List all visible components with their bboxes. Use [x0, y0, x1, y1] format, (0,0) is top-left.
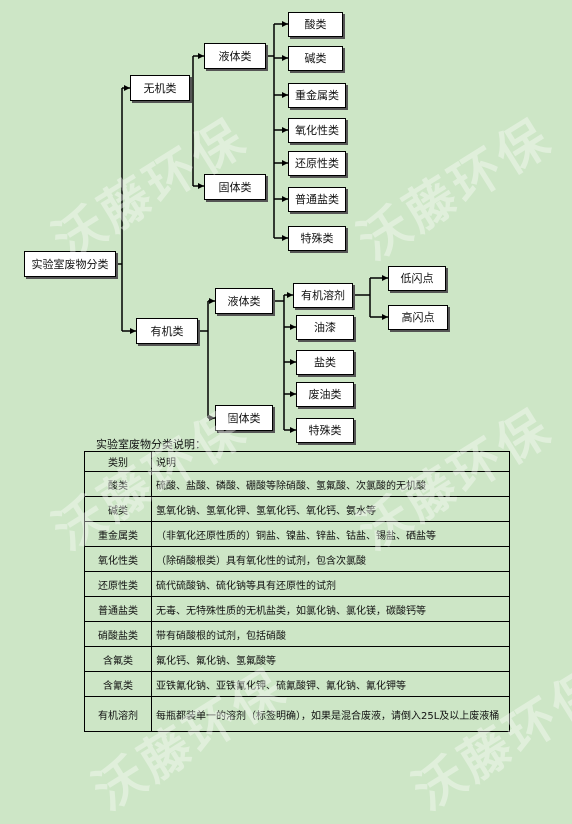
row-description: 硫酸、盐酸、磷酸、硼酸等除硝酸、氢氟酸、次氯酸的无机酸 [151, 471, 510, 497]
node-organic: 有机类 [136, 318, 198, 344]
node-heavy-metals: 重金属类 [288, 83, 346, 108]
node-organic-solid: 固体类 [215, 405, 273, 431]
table-row: 硝酸盐类 带有硝酸根的试剂，包括硝酸 [84, 621, 510, 647]
row-description: 亚铁氰化钠、亚铁氰化钾、硫氰酸钾、氰化钠、氰化钾等 [151, 671, 510, 697]
row-description: 氢氧化钠、氢氧化钾、氢氧化钙、氧化钙、氨水等 [151, 496, 510, 522]
row-category: 酸类 [84, 471, 152, 497]
row-category: 碱类 [84, 496, 152, 522]
node-special-organic: 特殊类 [296, 418, 354, 443]
tree-connectors [116, 21, 388, 433]
node-oxidizers: 氧化性类 [288, 118, 346, 143]
table-row: 还原性类 硫代硫酸钠、硫化钠等具有还原性的试剂 [84, 571, 510, 597]
node-inorganic: 无机类 [130, 75, 190, 101]
header-category: 类别 [84, 451, 152, 472]
table-row: 含氰类 亚铁氰化钠、亚铁氰化钾、硫氰酸钾、氰化钠、氰化钾等 [84, 671, 510, 697]
row-category: 含氟类 [84, 646, 152, 672]
row-category: 重金属类 [84, 521, 152, 547]
table-row: 碱类 氢氧化钠、氢氧化钾、氢氧化钙、氧化钙、氨水等 [84, 496, 510, 522]
node-root: 实验室废物分类 [24, 251, 116, 277]
explanation-table: 类别 说明 酸类 硫酸、盐酸、磷酸、硼酸等除硝酸、氢氟酸、次氯酸的无机酸 碱类 … [84, 451, 510, 732]
table-row: 重金属类 （非氧化还原性质的）铜盐、镍盐、锌盐、钴盐、锡盐、硒盐等 [84, 521, 510, 547]
row-description: 氟化钙、氟化钠、氢氟酸等 [151, 646, 510, 672]
table-row: 有机溶剂 每瓶都装单一的溶剂（标签明确），如果是混合废液，请倒入25L及以上废液… [84, 696, 510, 732]
node-special-inorganic: 特殊类 [288, 226, 346, 251]
row-description: 带有硝酸根的试剂，包括硝酸 [151, 621, 510, 647]
row-description: 无毒、无特殊性质的无机盐类，如氯化钠、氯化镁，碳酸钙等 [151, 596, 510, 622]
node-low-flash: 低闪点 [388, 266, 446, 291]
row-description: （非氧化还原性质的）铜盐、镍盐、锌盐、钴盐、锡盐、硒盐等 [151, 521, 510, 547]
node-paint: 油漆 [296, 315, 354, 340]
table-row: 氧化性类 （除硝酸根类）具有氧化性的试剂，包含次氯酸 [84, 546, 510, 572]
node-inorganic-solid: 固体类 [204, 174, 266, 200]
node-reducers: 还原性类 [288, 151, 346, 176]
row-description: 每瓶都装单一的溶剂（标签明确），如果是混合废液，请倒入25L及以上废液桶 [151, 696, 510, 732]
table-caption: 实验室废物分类说明： [96, 438, 206, 451]
node-bases: 碱类 [288, 46, 343, 71]
row-description: （除硝酸根类）具有氧化性的试剂，包含次氯酸 [151, 546, 510, 572]
node-common-salts: 普通盐类 [288, 187, 346, 212]
classification-tree: 实验室废物分类 无机类 液体类 固体类 酸类 碱类 重金属类 氧化性类 还原性类… [24, 12, 448, 443]
row-category: 氧化性类 [84, 546, 152, 572]
row-category: 普通盐类 [84, 596, 152, 622]
node-organic-solvent: 有机溶剂 [293, 283, 353, 308]
row-category: 还原性类 [84, 571, 152, 597]
table-row: 酸类 硫酸、盐酸、磷酸、硼酸等除硝酸、氢氟酸、次氯酸的无机酸 [84, 471, 510, 497]
node-waste-oil: 废油类 [296, 382, 354, 407]
node-acids: 酸类 [288, 12, 343, 37]
table-header-row: 类别 说明 [84, 451, 510, 472]
node-inorganic-liquid: 液体类 [204, 43, 266, 69]
row-category: 含氰类 [84, 671, 152, 697]
node-organic-liquid: 液体类 [215, 288, 273, 314]
table-row: 含氟类 氟化钙、氟化钠、氢氟酸等 [84, 646, 510, 672]
node-high-flash: 高闪点 [388, 305, 448, 330]
node-organic-salts: 盐类 [296, 350, 354, 375]
row-category: 有机溶剂 [84, 696, 152, 732]
table-row: 普通盐类 无毒、无特殊性质的无机盐类，如氯化钠、氯化镁，碳酸钙等 [84, 596, 510, 622]
header-description: 说明 [151, 451, 510, 472]
row-description: 硫代硫酸钠、硫化钠等具有还原性的试剂 [151, 571, 510, 597]
row-category: 硝酸盐类 [84, 621, 152, 647]
